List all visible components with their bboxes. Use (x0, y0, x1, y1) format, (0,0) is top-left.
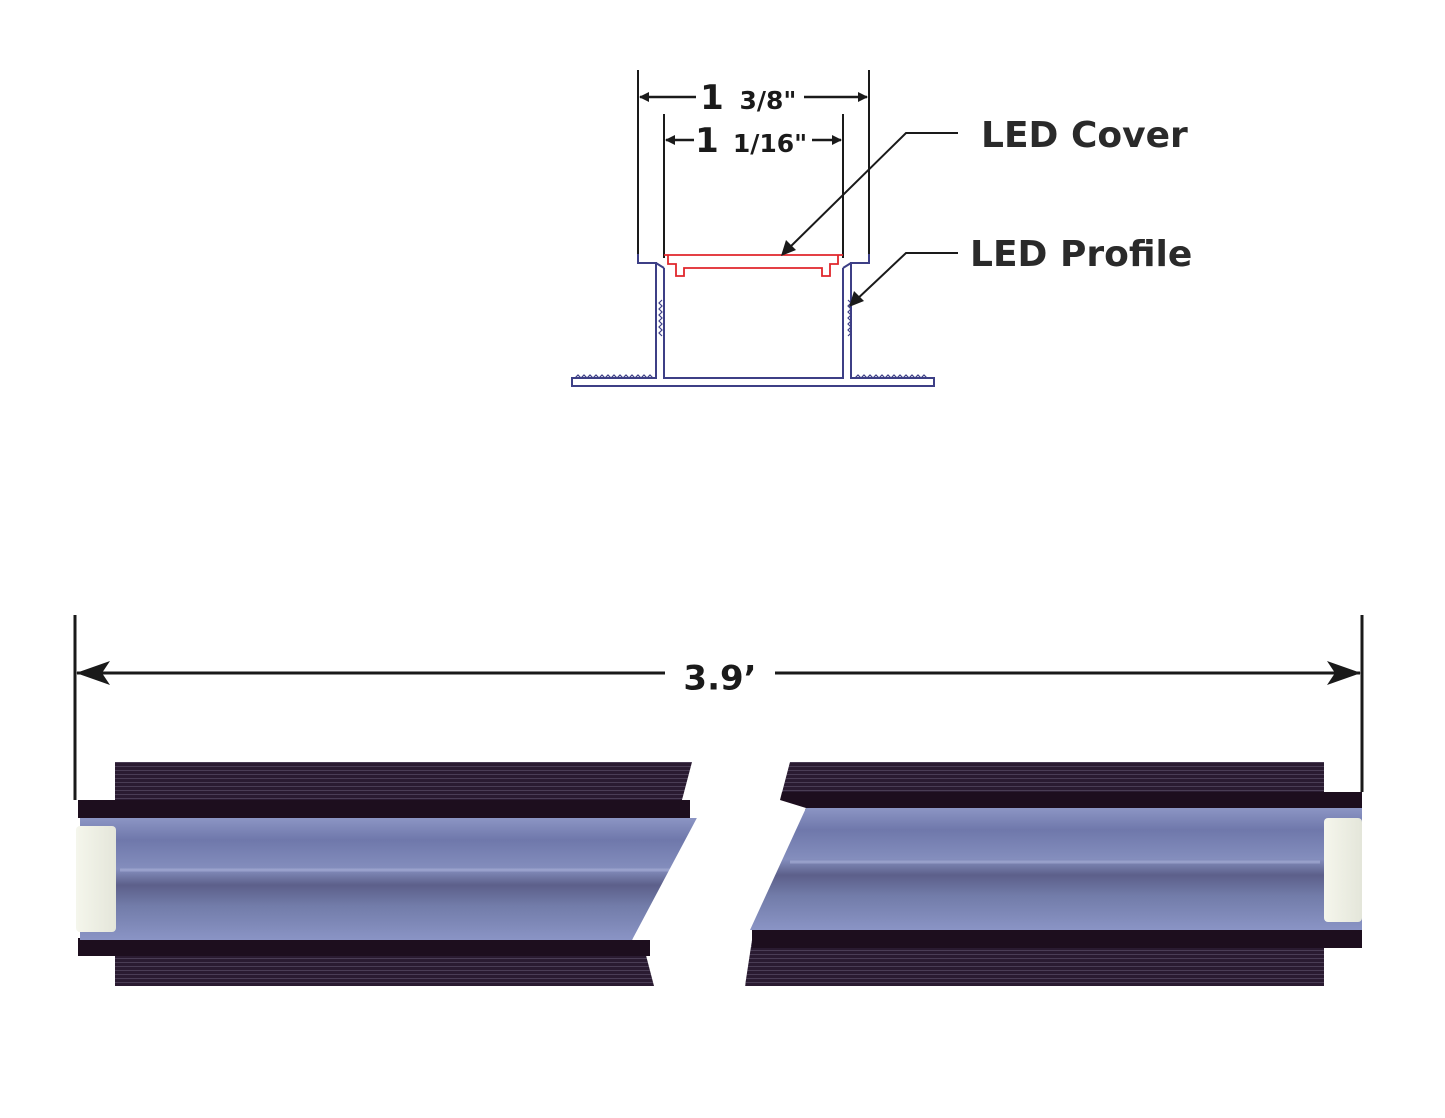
cover-callout-label: LED Cover (981, 115, 1188, 156)
end-cap-left (76, 826, 116, 932)
outer-width-whole: 1 (700, 78, 724, 118)
profile-body-right-bottom (745, 940, 1324, 986)
rail-top-right (780, 792, 1362, 810)
profile-body-left (115, 762, 692, 800)
inner-width-fraction: 1/16" (733, 129, 807, 158)
profile-right-piece (745, 762, 1362, 986)
length-view: 3.9’ (73, 615, 1364, 990)
cover-leader-head (781, 240, 796, 256)
length-label: 3.9’ (683, 659, 756, 699)
cover-outline (664, 254, 843, 277)
profile-leader (853, 252, 958, 303)
outer-width-fraction: 3/8" (740, 86, 797, 115)
inner-width-whole: 1 (695, 121, 719, 161)
diffuser-left (80, 818, 712, 940)
profile-callout-label: LED Profile (970, 234, 1192, 275)
rail-bottom-left (78, 938, 650, 956)
profile-outline (571, 254, 935, 387)
cross-section: 1 3/8" 1 1/16" LED Cover LED Profile (571, 70, 1192, 387)
rail-top-left (78, 800, 690, 818)
break-gap (632, 760, 806, 990)
cover-leader (785, 132, 958, 252)
diffuser-right (750, 808, 1362, 930)
end-cap-right (1324, 818, 1362, 922)
profile-left-piece (76, 762, 712, 986)
rail-bottom-right (752, 930, 1362, 948)
profile-body-right (780, 762, 1324, 800)
profile-leader-head (849, 291, 864, 307)
